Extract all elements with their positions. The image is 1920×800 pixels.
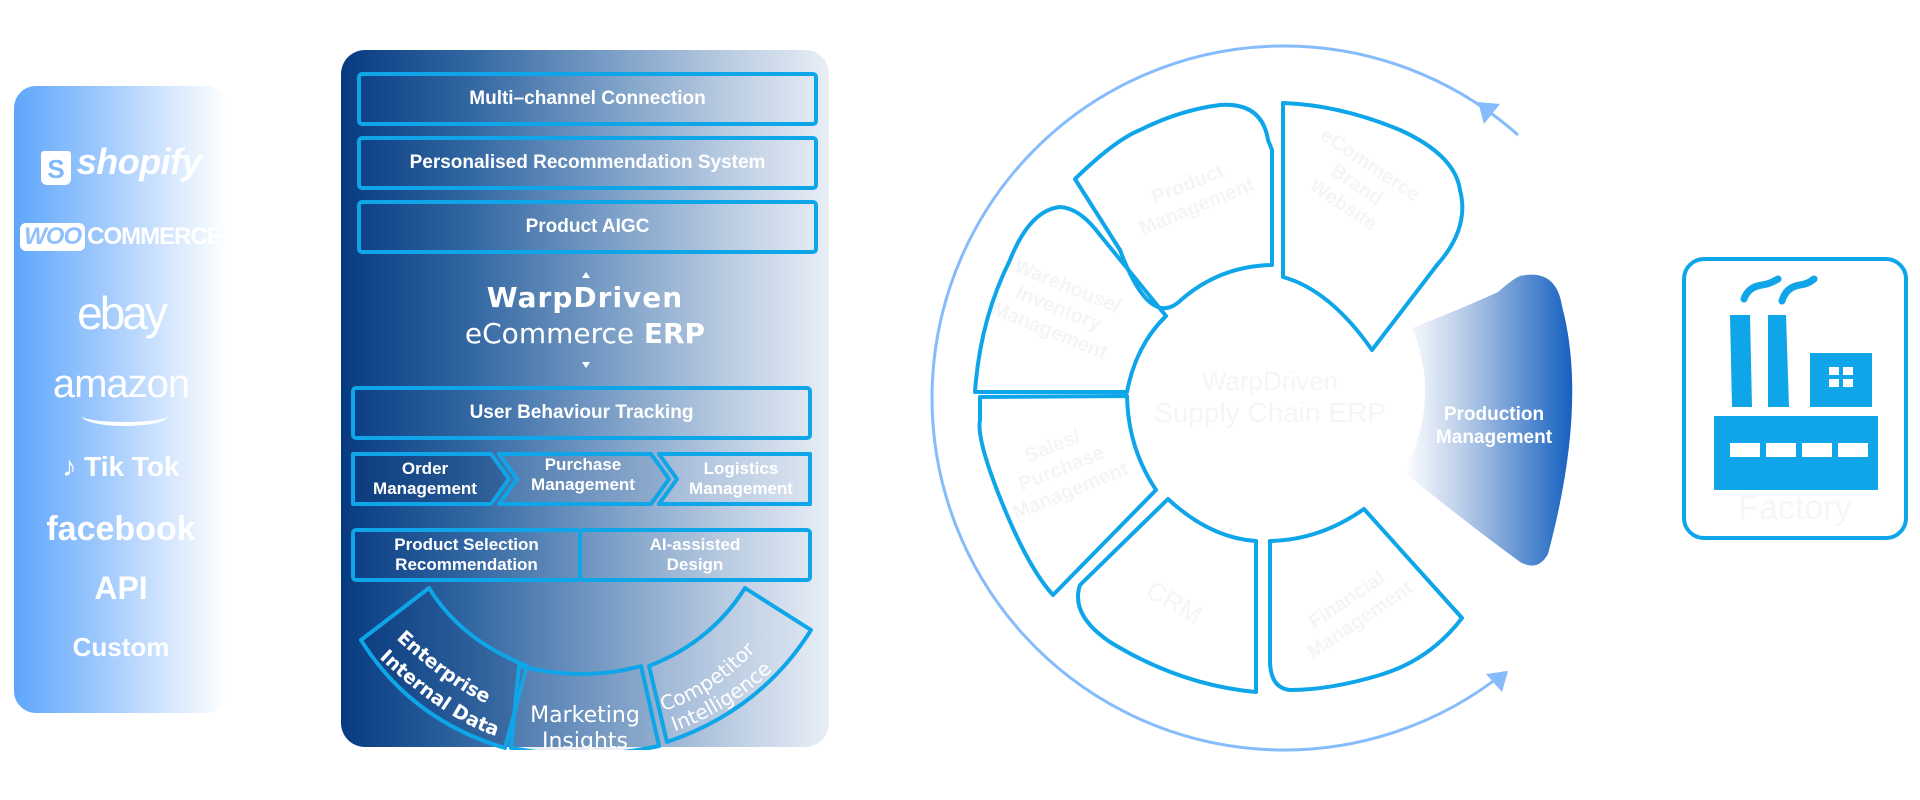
channel-label: ebay [77,287,168,339]
segment-marketing-insights [509,664,661,750]
arrow-down-icon [582,362,590,368]
module-multichannel-connection[interactable]: Multi–channel Connection [357,72,818,126]
segment-financial-management [1268,507,1464,692]
label-line1: Purchase [544,454,622,474]
segment-competitor-intelligence [647,586,813,744]
erp-title-line1: WarpDriven [486,281,684,314]
segment-product-management [1073,102,1274,311]
segment-sales-purchase [977,394,1158,597]
chevron-logistics [657,452,812,506]
ring-center-title: WarpDriven Supply Chain ERP [1154,366,1386,428]
chevron-purchase [497,452,671,506]
channel-tiktok[interactable]: ♪ Tik Tok [14,451,228,483]
ring-segments [973,101,1465,694]
production-label-line2: Management [1436,427,1553,448]
production-label-line1: Production [1444,404,1544,425]
channel-custom[interactable]: Custom [14,632,228,663]
segment-enterprise-internal-data [359,586,529,750]
production-management-label: Production Management [1436,404,1553,448]
label-line2: Recommendation [395,555,538,574]
segment-crm [1076,497,1258,694]
label-line2: Management [531,475,635,494]
amazon-smile-icon [82,406,168,426]
channel-label: Tik Tok [84,451,180,482]
label-line2: Design [666,555,724,574]
erp-title-erp: ERP [643,317,706,350]
channel-label: API [94,570,148,606]
channel-ebay[interactable]: ebay [14,286,228,340]
label-line1: Product Selection [394,535,539,555]
channel-facebook[interactable]: facebook [14,510,228,549]
production-management-segment [1404,274,1573,566]
segment-label: CRM [1141,574,1207,630]
module-product-aigc[interactable]: Product AIGC [357,200,818,254]
data-sources-arc: Enterprise Internal Data Marketing Insig… [359,586,813,750]
segment-ecommerce-brand-website [1281,101,1465,352]
tiktok-note-icon: ♪ [62,451,77,482]
channel-api[interactable]: API [14,570,228,607]
segment-warehouse-inventory [973,205,1168,394]
label-line1: AI-assisted [649,535,741,555]
factory-label: Factory [1738,489,1852,527]
channel-label: amazon [52,362,190,406]
shopify-bag-icon: S [40,151,71,185]
label-marketing: Marketing [530,703,640,728]
erp-title-line2: eCommerce ERP [341,316,829,352]
cycle-arrow-arc [930,44,1519,752]
module-personalised-recommendation[interactable]: Personalised Recommendation System [357,136,818,190]
cycle-arrowhead-bottom-icon [1486,671,1508,692]
ring-center-title-line1: WarpDriven [1202,366,1338,396]
erp-title-ecommerce: eCommerce [464,317,635,350]
module-user-behaviour-tracking[interactable]: User Behaviour Tracking [351,386,812,440]
label-line1: Logistics [703,458,779,478]
woo-badge-icon: WOO [20,223,86,251]
channel-label: facebook [46,510,196,548]
label-line2: Management [689,479,793,498]
channel-amazon[interactable]: amazon [14,362,228,426]
label-line2: Management [373,479,477,498]
label-insights: Insights [542,729,628,750]
ecommerce-erp-panel: Multi–channel Connection Personalised Re… [341,50,829,750]
channel-label: shopify [76,141,202,182]
arrow-up-icon [582,272,590,278]
label-line1: Order [401,458,449,478]
channel-label: COMMERCE [87,223,223,250]
chevron-order [351,452,511,506]
factory-icon [1714,275,1878,490]
channel-label: Custom [72,632,170,662]
order-flow-chevrons [351,452,812,506]
cycle-arrowhead-top-icon [1478,102,1500,124]
factory-card[interactable]: Factory [1682,257,1908,540]
ring-center-title-line2: Supply Chain ERP [1154,397,1386,428]
